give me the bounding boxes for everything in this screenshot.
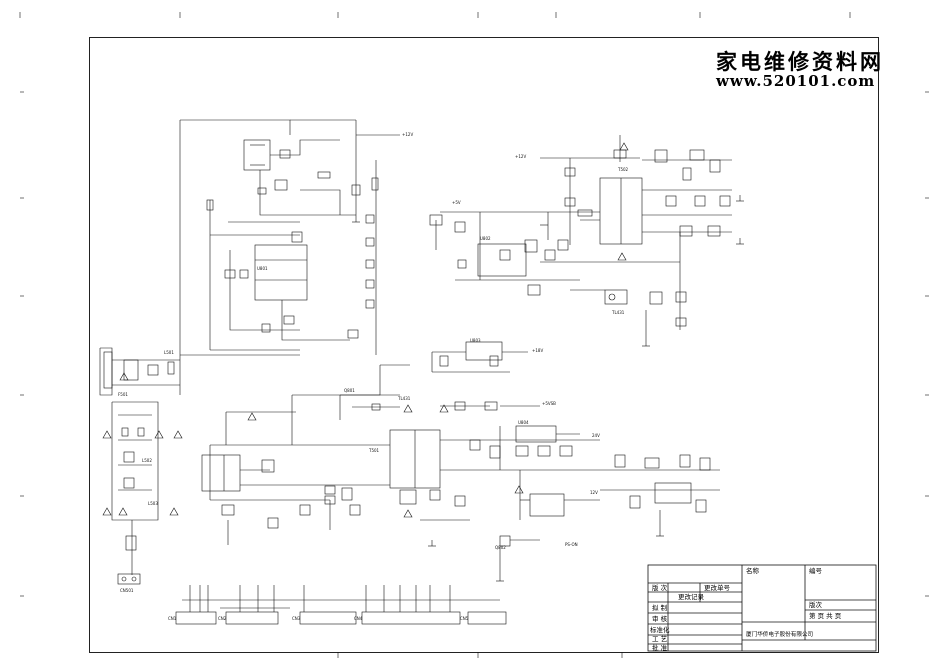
- net-label-24v: 24V: [592, 433, 600, 438]
- title-block-revision-label: 版 次: [652, 584, 668, 592]
- component-f501: F501: [118, 392, 128, 397]
- net-label-5vsb: +5VSB: [542, 401, 556, 406]
- net-label-12v: +12V: [402, 132, 414, 137]
- connector-cn3: CN3: [292, 616, 301, 621]
- connector-headers: [175, 585, 507, 625]
- net-label-12v-aux: 12V: [590, 490, 598, 495]
- drawing-frame: [89, 37, 879, 653]
- net-label-ps-on: PS-ON: [565, 542, 578, 547]
- component-l502: L502: [142, 458, 152, 463]
- watermark-site-name: 家电维修资料网: [716, 49, 884, 74]
- component-t501: T501: [369, 448, 380, 453]
- title-block-name-label: 名称: [746, 567, 759, 575]
- component-q802: Q802: [495, 545, 506, 550]
- title-block-company: 厦门华侨电子股份有限公司: [746, 632, 814, 638]
- regulator-section: [292, 341, 528, 396]
- net-label-5v: +5V: [452, 200, 461, 205]
- title-block-change-no-label: 更改单号: [704, 584, 730, 592]
- title-block-code-label: 编号: [809, 567, 822, 575]
- frame-ticks: [19, 12, 929, 658]
- component-u802: U802: [480, 236, 491, 241]
- title-block-drawn-label: 拟 制: [652, 604, 668, 612]
- net-label-mod-out: +12V: [515, 154, 527, 159]
- title-block-grid: [647, 564, 877, 652]
- component-q801: Q801: [344, 388, 355, 393]
- component-u803: U803: [470, 338, 481, 343]
- watermark-url: www.520101.com: [716, 72, 876, 90]
- connector-cn4: CN4: [354, 616, 363, 621]
- component-tl431-a: TL431: [612, 310, 625, 315]
- title-block-checked-label: 审 核: [652, 615, 668, 623]
- component-l503: L503: [148, 501, 158, 506]
- title-block-change-record-label: 更改记录: [678, 593, 704, 601]
- component-l501: L501: [164, 350, 174, 355]
- component-t502: T502: [618, 167, 629, 172]
- component-u804: U804: [518, 420, 529, 425]
- warning-icons: [102, 142, 629, 518]
- title-block-approved-label: 批 准: [652, 644, 668, 652]
- standby-controller: [429, 209, 600, 296]
- title-block-standard-label: 标准化: [650, 626, 670, 634]
- t501-section: [201, 395, 600, 575]
- component-u801: U801: [257, 266, 268, 271]
- component-tl431-b: TL431: [398, 396, 411, 401]
- emi-filter: [99, 347, 181, 585]
- connector-cn1: CN1: [168, 616, 177, 621]
- connector-cn5: CN5: [460, 616, 469, 621]
- component-cn501: CN501: [120, 588, 134, 593]
- right-output: [600, 454, 720, 530]
- t502-section: [540, 135, 732, 340]
- title-block-process-label: 工 艺: [652, 635, 668, 643]
- connector-cn2: CN2: [218, 616, 227, 621]
- pfc-section: [179, 119, 400, 356]
- ground-symbols: [352, 195, 744, 582]
- title-block-version-label: 版次: [809, 601, 822, 609]
- title-block-page-label: 第 页 共 页: [809, 612, 842, 620]
- net-label-18v: +18V: [532, 348, 544, 353]
